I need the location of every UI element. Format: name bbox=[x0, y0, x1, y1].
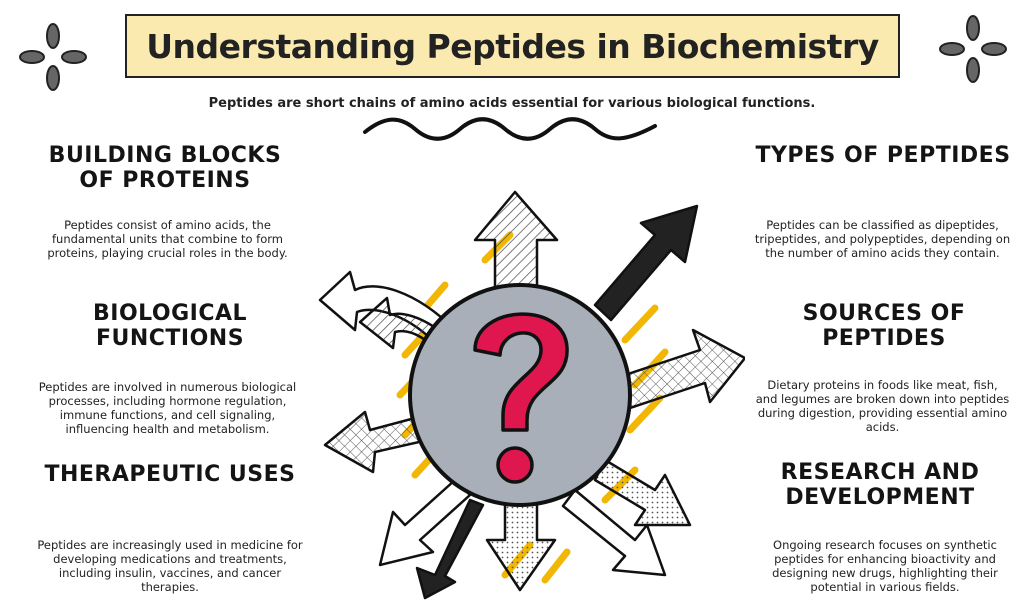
section-title-research: Research and Development bbox=[780, 460, 980, 510]
page-subtitle: Peptides are short chains of amino acids… bbox=[208, 96, 816, 111]
center-illustration bbox=[318, 190, 745, 600]
section-title-sources: Sources of Peptides bbox=[802, 301, 966, 351]
section-text-building-blocks: Peptides consist of amino acids, the fun… bbox=[47, 218, 288, 260]
section-title-building-blocks: Building Blocks of Proteins bbox=[48, 143, 282, 193]
sparkle-icon bbox=[19, 23, 87, 91]
page-title: Understanding Peptides in Biochemistry bbox=[146, 26, 879, 66]
section-text-research: Ongoing research focuses on synthetic pe… bbox=[772, 538, 998, 594]
title-banner: Understanding Peptides in Biochemistry bbox=[125, 14, 900, 78]
section-text-biological-functions: Peptides are involved in numerous biolog… bbox=[38, 380, 297, 436]
section-title-therapeutic-uses: Therapeutic Uses bbox=[44, 462, 296, 487]
section-text-therapeutic-uses: Peptides are increasingly used in medici… bbox=[37, 538, 303, 594]
sparkle-icon bbox=[939, 15, 1007, 83]
question-mark-icon bbox=[473, 312, 569, 484]
section-title-biological-functions: Biological Functions bbox=[92, 301, 248, 351]
section-title-types: Types of Peptides bbox=[755, 143, 1011, 168]
section-text-types: Peptides can be classified as dipeptides… bbox=[754, 218, 1011, 260]
section-text-sources: Dietary proteins in foods like meat, fis… bbox=[755, 378, 1010, 434]
squiggle-divider bbox=[363, 117, 657, 141]
